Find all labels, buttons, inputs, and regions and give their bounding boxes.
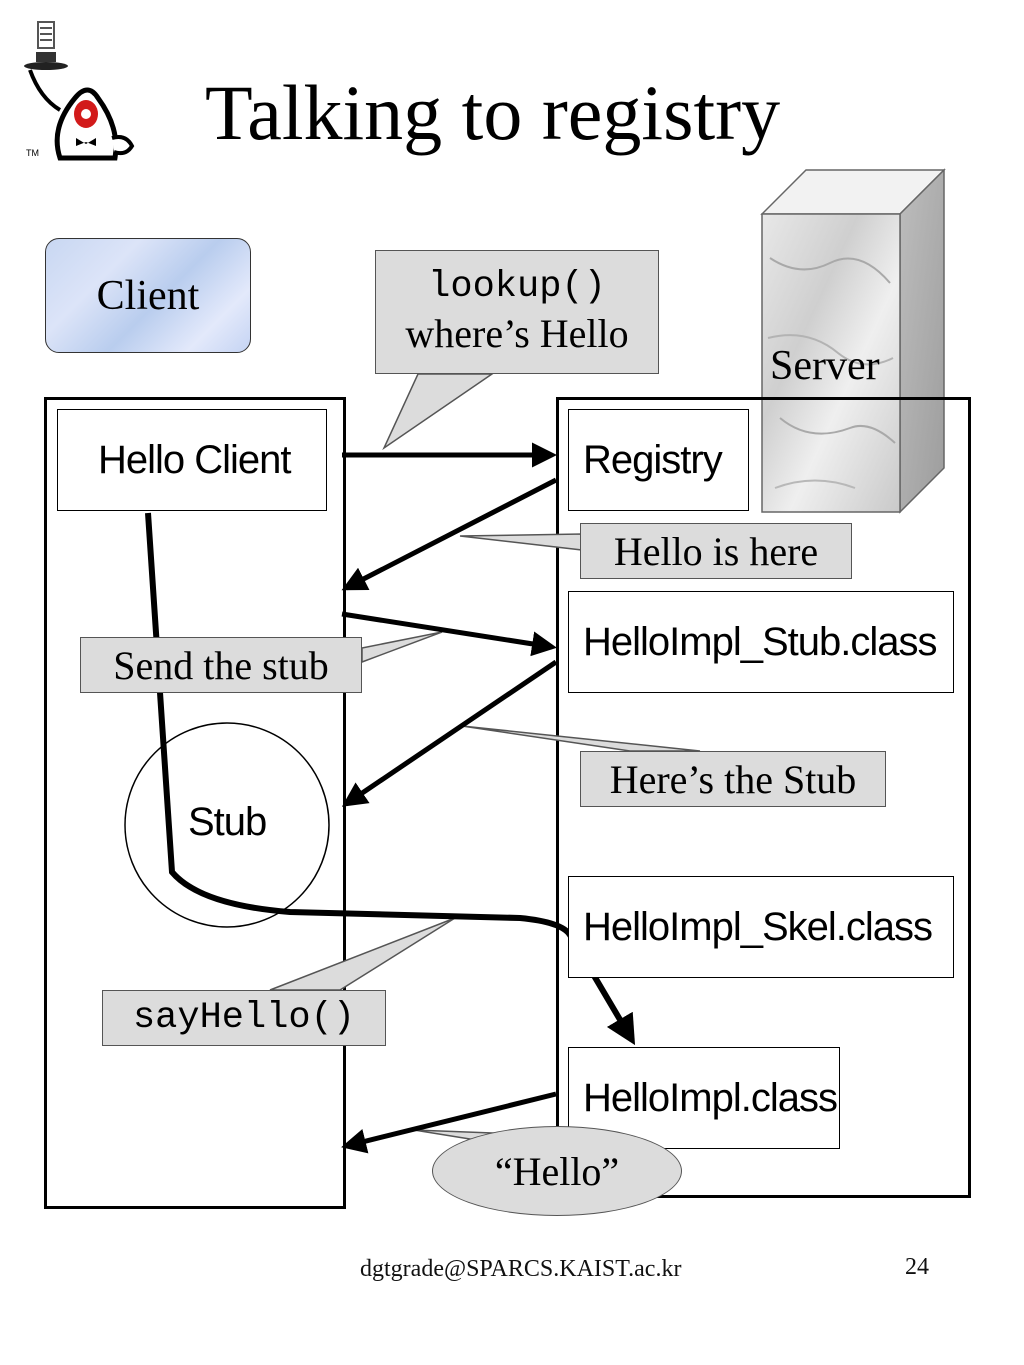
- send-stub-arrow: [341, 611, 557, 657]
- server-block: [760, 168, 946, 514]
- stub-class-label: HelloImpl_Stub.class: [583, 619, 937, 664]
- heres-stub-tail: [461, 725, 701, 752]
- say-hello-callout: sayHello(): [102, 990, 386, 1046]
- hello-is-here-text: Hello is here: [613, 528, 819, 574]
- heres-stub-text: Here’s the Stub: [609, 756, 857, 802]
- skel-class-label: HelloImpl_Skel.class: [583, 904, 933, 949]
- stub-class-box: HelloImpl_Stub.class: [568, 591, 954, 693]
- stub-label: Stub: [188, 800, 267, 844]
- slide-title: Talking to registry: [205, 69, 781, 156]
- lookup-code: lookup(): [428, 266, 606, 308]
- page-number: 24: [905, 1254, 929, 1280]
- heres-stub-arrow: [341, 659, 558, 807]
- hello-reply-callout: “Hello”: [432, 1126, 682, 1216]
- server-container: [556, 397, 971, 1198]
- send-stub-tail: [361, 631, 443, 664]
- send-stub-text: Send the stub: [113, 642, 329, 688]
- hello-reply-text: “Hello”: [494, 1148, 620, 1194]
- java-duke-logo: TM: [24, 21, 135, 161]
- impl-class-label: HelloImpl.class: [583, 1075, 838, 1120]
- hello-is-here-callout: Hello is here: [580, 523, 852, 579]
- stub-circle: [124, 722, 330, 928]
- hello-client-box: Hello Client: [57, 409, 327, 511]
- svg-text:TM: TM: [26, 148, 39, 158]
- server-label: Server: [770, 343, 880, 389]
- footer-email: dgtgrade@SPARCS.KAIST.ac.kr: [360, 1256, 682, 1282]
- lookup-callout: lookup() where’s Hello: [375, 250, 659, 374]
- hello-is-here-arrow: [341, 477, 558, 591]
- registry-box: Registry: [568, 409, 749, 511]
- hello-client-label: Hello Client: [98, 437, 292, 482]
- skel-class-box: HelloImpl_Skel.class: [568, 876, 954, 978]
- client-label: Client: [96, 272, 200, 319]
- say-hello-tail: [269, 917, 456, 991]
- heres-stub-callout: Here’s the Stub: [580, 751, 886, 807]
- client-label-box: Client: [45, 238, 251, 353]
- hello-is-here-tail: [459, 533, 583, 551]
- say-hello-text: sayHello(): [132, 997, 356, 1039]
- send-stub-callout: Send the stub: [80, 637, 362, 693]
- hello-reply-arrow: [341, 1091, 557, 1154]
- say-hello-call-path: [145, 512, 636, 1046]
- lookup-callout-tail: [382, 373, 495, 451]
- lookup-text: where’s Hello: [405, 311, 629, 356]
- registry-label: Registry: [583, 437, 723, 482]
